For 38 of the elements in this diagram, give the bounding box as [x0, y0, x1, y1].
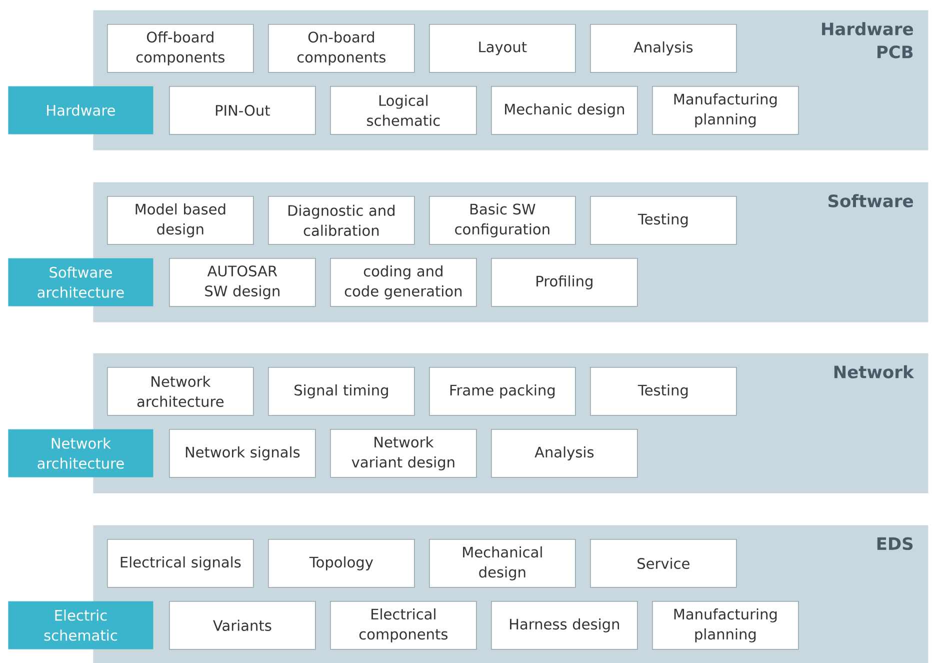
item-box: Network architecture [107, 367, 254, 416]
item-box: On-board components [268, 24, 415, 73]
section-title: EDS [877, 537, 913, 550]
item-box: Logical schematic [330, 86, 477, 135]
item-box: Electrical components [330, 601, 477, 650]
highlight-box: Network architecture [8, 429, 154, 478]
item-box: Harness design [491, 601, 638, 650]
item-box: Profiling [491, 258, 638, 307]
item-box: Network signals [169, 429, 316, 478]
item-box: Testing [590, 196, 737, 245]
item-box: PIN-Out [169, 86, 316, 135]
item-box: Service [590, 539, 737, 588]
item-box: Mechanic design [491, 86, 638, 135]
item-box: Analysis [491, 429, 638, 478]
item-box: Topology [268, 539, 415, 588]
highlight-box: Electric schematic [8, 601, 154, 650]
item-box: Off-board components [107, 24, 254, 73]
section-title: Hardware PCB [822, 22, 913, 58]
item-box: Basic SW configuration [429, 196, 576, 245]
section-title: Network [834, 365, 914, 378]
item-box: Variants [169, 601, 316, 650]
item-box: coding and code generation [330, 258, 477, 307]
item-box: Layout [429, 24, 576, 73]
item-box: Manufacturing planning [652, 601, 799, 650]
item-box: Diagnostic and calibration [268, 196, 415, 245]
item-box: Electrical signals [107, 539, 254, 588]
item-box: Signal timing [268, 367, 415, 416]
highlight-box: Hardware [8, 86, 154, 134]
item-box: Manufacturing planning [652, 86, 799, 135]
section-title: Software [828, 194, 913, 208]
highlight-box: Software architecture [8, 258, 154, 306]
item-box: Frame packing [429, 367, 576, 416]
item-box: Analysis [590, 24, 737, 73]
item-box: Mechanical design [429, 539, 576, 588]
item-box: Testing [590, 367, 737, 416]
item-box: Network variant design [330, 429, 477, 478]
item-box: Model based design [107, 196, 254, 245]
item-box: AUTOSAR SW design [169, 258, 316, 307]
